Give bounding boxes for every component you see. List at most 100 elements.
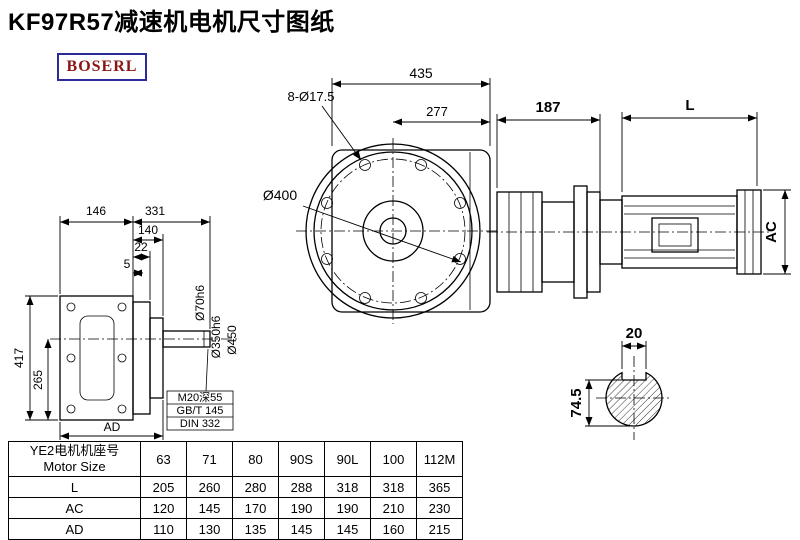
dim-5-label: 5 [124,257,131,271]
bolt-hole [66,353,76,363]
bolt-hole [359,159,371,171]
terminal-box-lid [658,223,692,247]
cell: 120 [140,497,187,519]
gearbox-step [541,201,575,283]
cell: 215 [416,518,463,540]
bolt-hole [321,253,333,265]
leader-line [321,105,362,161]
dim-20-label: 20 [626,325,643,342]
motor-fins [624,205,735,259]
dim-total-height: 417 [12,295,58,421]
table-header-row: YE2电机机座号 Motor Size 63 71 80 90S 90L 100… [8,441,463,477]
dim-key-depth: 74.5 [568,379,633,427]
cell: 280 [232,476,279,498]
brand-logo: BOSERL [57,53,147,81]
dim-total-length: 331 [133,204,210,226]
cell: 190 [278,497,325,519]
terminal-box [651,217,699,253]
size-col-90S: 90S [278,441,325,477]
flange-outer-diameter-label: Ø450 [225,325,239,355]
shaft-diameter-label: Ø70h6 [193,285,207,321]
callout-flange-diameter: Ø400 [263,187,462,263]
dim-gearbox-length: 187 [496,99,601,196]
table-row-AD: AD 110 130 135 145 145 160 215 [8,518,463,540]
cell: 210 [370,497,417,519]
dim-187-label: 187 [535,99,560,116]
cell: 318 [370,476,417,498]
dim-277-label: 277 [426,104,448,119]
front-view: 435 277 8-Ø17.5 Ø400 [263,65,497,324]
cell: 135 [232,518,279,540]
gearbox-side-body [59,295,134,421]
size-col-63: 63 [140,441,187,477]
flange-spigot [149,317,164,399]
cell: 230 [416,497,463,519]
size-col-71: 71 [186,441,233,477]
din-standard-label: DIN 332 [180,418,220,430]
notes-box [166,390,234,431]
dim-417-label: 417 [12,348,26,368]
flange-diameter-label: Ø400 [263,187,297,203]
cell: 170 [232,497,279,519]
dim-motor-length: L [621,97,758,192]
bolt-hole [359,292,371,304]
dim-ext-lines [496,114,601,196]
header-cn: YE2电机机座号 [29,443,120,458]
header-en: Motor Size [43,459,106,474]
bolt-hole [117,302,127,312]
bolt-hole [321,197,333,209]
bolt-hole [415,292,427,304]
row-label: AC [8,497,141,519]
dim-key-width: 20 [621,325,647,369]
inner-face [79,315,115,401]
dim-AD-label: AD [104,420,121,434]
size-col-100: 100 [370,441,417,477]
dim-total-width: 435 [331,65,491,146]
dim-gap: 5 [124,257,143,277]
table-row-AC: AC 120 145 170 190 190 210 230 [8,497,463,519]
fan-cover-lines [744,190,754,274]
note-leader-line [205,348,209,392]
fan-cover [736,189,762,275]
bolt-hole [117,404,127,414]
dim-AC-label: AC [763,221,780,243]
shaft-section-view: 20 74.5 [568,325,672,440]
dim-body-width: 146 [59,204,211,329]
shaft-end-notes: M20深55 GB/T 145 DIN 332 [166,348,234,431]
dim-140-label: 140 [138,223,158,237]
callout-bolt-holes: 8-Ø17.5 [288,89,362,161]
gearbox-housing [496,191,543,293]
adapter-flange-2 [586,191,601,293]
dim-motor-height: AC [763,189,791,275]
leader-line [302,205,462,263]
notes-dividers [167,403,233,418]
dim-center-height: 265 [31,339,52,420]
cell: 190 [324,497,371,519]
cell: 288 [278,476,325,498]
dim-331-label: 331 [145,204,165,218]
dim-L-label: L [685,97,694,114]
motor-size-header-cell: YE2电机机座号 Motor Size [8,441,141,477]
cell: 205 [140,476,187,498]
adapter-flange-1 [573,185,588,299]
output-flange [132,301,151,415]
front-center-lines [296,138,497,324]
dim-22-label: 22 [134,240,148,254]
size-col-90L: 90L [324,441,371,477]
cell: 160 [370,518,417,540]
dim-ad: AD [59,400,164,440]
dim-265-label: 265 [31,370,45,390]
dim-ext-lines [331,78,491,146]
cell: 130 [186,518,233,540]
bolt-hole [415,159,427,171]
left-view: 146 331 140 22 5 4 [12,204,239,440]
dim-offset: 277 [393,104,490,126]
dim-flange-length: 140 [133,223,164,316]
bolt-holes-label: 8-Ø17.5 [288,89,335,104]
dim-ext-lines [621,112,758,192]
bolt-hole [66,404,76,414]
bolt-hole [454,253,466,265]
cell: 260 [186,476,233,498]
